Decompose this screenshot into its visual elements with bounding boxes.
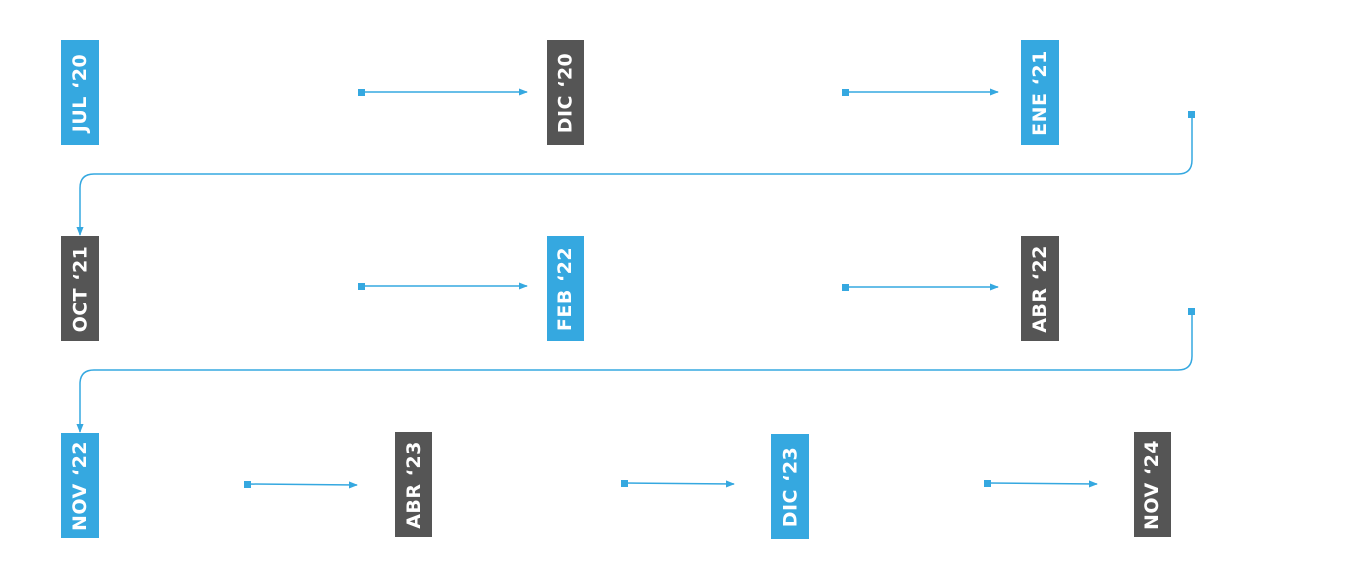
milestone-badge-7: NOV ‘22	[61, 433, 99, 538]
milestone-badge-8: ABR ‘23	[395, 432, 432, 537]
connector-arrow-1	[358, 88, 528, 96]
connector-arrow-5	[244, 481, 358, 489]
milestone-label: JUL ‘20	[69, 53, 92, 132]
milestone-label: NOV ‘24	[1141, 439, 1164, 530]
connector-wrap-2	[76, 308, 1195, 433]
connector-arrow-2	[842, 88, 999, 96]
milestone-label: OCT ‘21	[69, 245, 91, 332]
milestone-badge-10: NOV ‘24	[1134, 432, 1171, 537]
milestone-badge-2: DIC ‘20	[547, 40, 584, 145]
milestone-badge-6: ABR ‘22	[1021, 236, 1059, 341]
milestone-badge-4: OCT ‘21	[61, 236, 99, 341]
connector-arrow-4	[842, 283, 999, 291]
connector-arrow-3	[358, 282, 528, 290]
milestone-label: FEB ‘22	[554, 246, 577, 331]
milestone-label: ABR ‘23	[402, 440, 425, 529]
milestone-badge-5: FEB ‘22	[547, 236, 584, 341]
milestone-label: DIC ‘20	[554, 52, 577, 133]
milestone-badge-9: DIC ‘23	[771, 434, 809, 539]
milestone-label: DIC ‘23	[779, 446, 801, 527]
milestone-label: NOV ‘22	[69, 440, 91, 531]
milestone-badge-1: JUL ‘20	[61, 40, 99, 145]
connector-arrow-7	[984, 480, 1098, 488]
milestone-label: ENE ‘21	[1029, 49, 1052, 136]
connector-wrap-1	[76, 111, 1195, 236]
milestone-badge-3: ENE ‘21	[1021, 40, 1059, 145]
milestone-label: ABR ‘22	[1029, 244, 1051, 333]
connector-arrow-6	[621, 480, 735, 488]
